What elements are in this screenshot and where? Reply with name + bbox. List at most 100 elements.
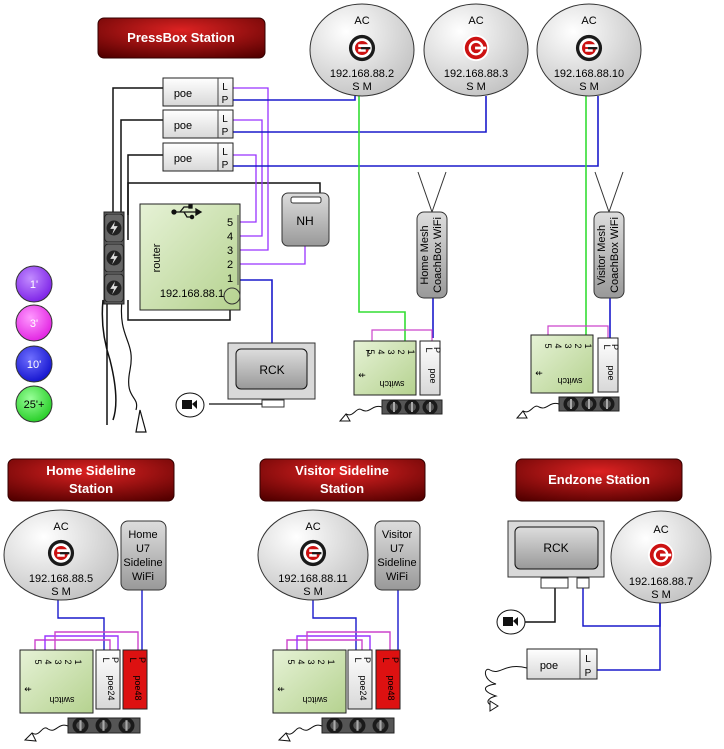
outlet-icon — [372, 717, 389, 734]
visitor-sideline-cables — [286, 590, 399, 652]
usb-icon: ⇷ — [24, 684, 32, 694]
switch-port-1: 1 — [583, 343, 593, 348]
pressbox-blue-cables — [232, 96, 611, 346]
logo-icon — [299, 539, 327, 567]
visitor-mesh-power-strip — [515, 396, 620, 419]
switch-port-2: 2 — [396, 349, 406, 354]
ac-ip: 192.168.88.5 — [29, 573, 93, 585]
usb-icon — [171, 204, 203, 220]
u7-label-line2: U7 — [390, 543, 404, 555]
switch-label: switch — [379, 379, 404, 389]
switch-port-5: 5 — [286, 659, 296, 664]
pressbox-rck: RCK — [209, 342, 316, 408]
pressbox-power-cord-coil — [120, 299, 147, 433]
poe-port-p: P — [362, 657, 372, 663]
switch-port-3: 3 — [386, 349, 396, 354]
legend-label-25ft: 25'+ — [24, 399, 45, 411]
endzone-poe: poe L P — [526, 648, 598, 680]
outlet-icon — [386, 399, 402, 415]
logo-icon — [348, 34, 376, 62]
u7-label-line4: WiFi — [386, 571, 408, 583]
switch-label: switch — [49, 695, 74, 705]
logo-icon — [47, 539, 75, 567]
ac-label: AC — [581, 15, 596, 27]
switch-port-4: 4 — [296, 659, 306, 664]
visitor-u7-wifi: Visitor U7 Sideline WiFi — [374, 520, 421, 591]
endzone-camera-icon — [496, 609, 526, 635]
usb-icon: ⇷ — [358, 370, 366, 380]
ac-label: AC — [468, 15, 483, 27]
router-port-2: 2 — [227, 259, 233, 271]
poe-port-l: L — [353, 657, 363, 662]
poe-port-l: L — [222, 147, 228, 158]
legend-label-3ft: 3' — [30, 318, 38, 330]
visitor-mesh-label-1: Visitor Mesh — [596, 225, 608, 285]
ac-label: AC — [653, 524, 668, 536]
pressbox-poe-2: poe L P — [162, 109, 234, 139]
switch-port-5: 5 — [543, 343, 553, 348]
ac-visitor: AC 192.168.88.11 S M — [257, 509, 369, 601]
ac-ip: 192.168.88.11 — [278, 573, 348, 585]
legend-dot-25ft — [15, 385, 53, 423]
usb-icon: ⇷ — [535, 368, 543, 378]
ac-label: AC — [53, 521, 68, 533]
home-mesh-switch: 1 5 4 3 2 1 switch ⇷ — [353, 340, 417, 396]
visitor-switch: 5 4 3 2 1 switch ⇷ — [272, 649, 347, 714]
rck-label: RCK — [259, 363, 284, 377]
outlet-icon — [404, 399, 420, 415]
pressbox-poe-3: poe L P — [162, 142, 234, 172]
logo-icon — [575, 34, 603, 62]
u7-label-line3: Sideline — [377, 557, 416, 569]
outlet-icon — [349, 717, 366, 734]
endzone-station-title: Endzone Station — [548, 472, 650, 487]
switch-label: switch — [302, 695, 327, 705]
cable-length-legend: 1' 3' 10' 25'+ — [15, 265, 53, 423]
poe-port-l: L — [602, 344, 612, 349]
home-station-header: Home Sideline Station — [7, 458, 175, 502]
ac-home: AC 192.168.88.5 S M — [3, 509, 119, 601]
pressbox-purple-cables — [232, 87, 306, 265]
ac-pressbox-2: AC 192.168.88.3 S M — [423, 3, 529, 97]
switch-port-4: 4 — [553, 343, 563, 348]
poe-port-l: L — [381, 657, 391, 662]
home-u7-wifi: Home U7 Sideline WiFi — [120, 520, 167, 591]
switch-port-1: 1 — [73, 659, 83, 664]
ac-ports: S M — [466, 81, 486, 93]
poe-port-l: L — [128, 657, 138, 662]
outlet-icon — [118, 717, 135, 734]
poe48-label: poe48 — [133, 675, 143, 700]
home-mesh-power-strip — [338, 399, 443, 422]
visitor-mesh-switch: 5 4 3 2 1 switch ⇷ — [530, 334, 594, 394]
pressbox-poe-1: poe L P — [162, 77, 234, 107]
endzone-cables — [520, 588, 661, 671]
endzone-station-header: Endzone Station — [515, 458, 683, 502]
ac-ip: 192.168.88.10 — [554, 68, 624, 80]
router-label: router — [151, 243, 163, 272]
legend-dot-3ft — [15, 304, 53, 342]
router-port-4: 4 — [227, 231, 233, 243]
visitor-poe24: L P poe24 — [347, 649, 373, 710]
switch-port-3: 3 — [563, 343, 573, 348]
pressbox-power-cables — [101, 87, 321, 425]
outlet-icon — [326, 717, 343, 734]
home-mesh-label-2: CoachBox WiFi — [432, 217, 444, 293]
visitor-mesh-label-2: CoachBox WiFi — [609, 217, 621, 293]
router-ip: 192.168.88.1 — [160, 288, 224, 300]
poe-port-p: P — [222, 160, 229, 171]
u7-label-line2: U7 — [136, 543, 150, 555]
switch-port-5: 5 — [33, 659, 43, 664]
outlet-icon — [104, 274, 124, 302]
outlet-icon — [581, 396, 597, 412]
switch-port-4: 4 — [376, 349, 386, 354]
visitor-station-title-line2: Station — [320, 481, 364, 496]
pressbox-green-cables — [358, 96, 587, 352]
switch-port-2: 2 — [63, 659, 73, 664]
switch-port-1: 1 — [365, 348, 370, 358]
home-poe24: L P poe24 — [95, 649, 121, 710]
ac-pressbox-1: AC 192.168.88.2 S M — [309, 3, 415, 97]
ac-ports: S M — [579, 81, 599, 93]
switch-port-4: 4 — [43, 659, 53, 664]
home-mesh-label-1: Home Mesh — [419, 225, 431, 284]
switch-port-2: 2 — [573, 343, 583, 348]
poe-label: poe — [428, 368, 438, 383]
